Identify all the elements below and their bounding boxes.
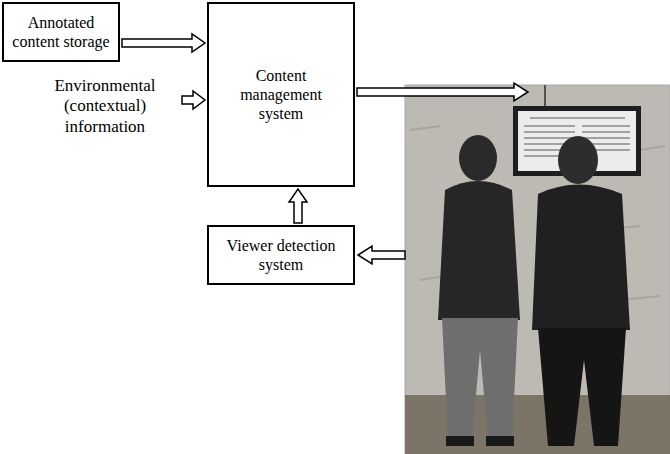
- block-arrow: [358, 246, 405, 264]
- wall: [405, 85, 670, 454]
- box-label: Content management system: [229, 66, 333, 124]
- block-arrow: [357, 83, 528, 101]
- person-right: [532, 136, 630, 446]
- block-arrow: [122, 34, 205, 52]
- wall-texture: [405, 85, 670, 454]
- box-label: Annotated content storage: [10, 13, 112, 51]
- input-label: Environmental (contextual) information: [30, 76, 180, 137]
- cable: [544, 85, 546, 108]
- process-box: Content management system: [207, 2, 355, 187]
- process-box: Annotated content storage: [2, 2, 120, 62]
- person-left: [438, 135, 520, 446]
- box-label: Viewer detection system: [219, 236, 343, 274]
- block-arrow: [182, 91, 205, 109]
- block-arrow: [289, 189, 307, 223]
- floor: [405, 395, 670, 454]
- process-box: Viewer detection system: [207, 225, 355, 285]
